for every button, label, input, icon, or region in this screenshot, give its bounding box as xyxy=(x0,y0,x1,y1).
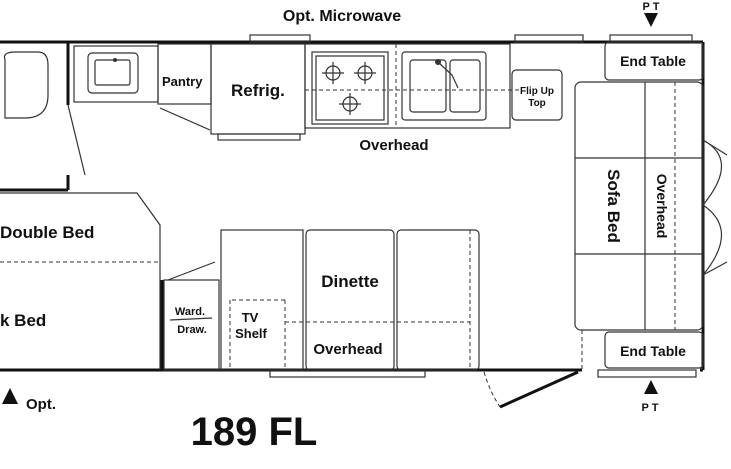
model-title: 189 FL xyxy=(191,410,318,454)
pt-bottom-label: P T xyxy=(642,402,659,414)
end-table-bottom-label: End Table xyxy=(620,343,686,359)
tv-label-2: Shelf xyxy=(235,326,267,341)
opt-arrow-icon xyxy=(2,388,18,404)
toilet-icon xyxy=(3,51,49,119)
side-bumpout-2 xyxy=(702,204,723,276)
sink-icon xyxy=(87,52,139,94)
overhead-sofa-label: Overhead xyxy=(654,174,670,239)
overhead-dinette-label: Overhead xyxy=(313,341,382,358)
end-table-top xyxy=(604,41,704,81)
opt-microwave-label: Opt. Microwave xyxy=(283,8,401,25)
kitchen-counter xyxy=(304,43,511,129)
pt-bottom-arrow-icon xyxy=(644,380,658,394)
dinette xyxy=(285,229,480,371)
pt-top-label: P T xyxy=(643,1,660,13)
refrig-label: Refrig. xyxy=(231,81,285,100)
dinette-label: Dinette xyxy=(321,272,379,291)
end-table-bottom xyxy=(604,331,704,369)
tv-label-1: TV xyxy=(242,310,259,325)
ward-label-2: Draw. xyxy=(177,324,207,336)
flip-up-label-2: Top xyxy=(528,98,546,109)
flip-up-top xyxy=(511,69,563,121)
burner-icon xyxy=(322,62,376,115)
bathroom xyxy=(0,42,159,192)
opt-bottom-label: Opt. xyxy=(26,396,56,413)
ward-label-1: Ward. xyxy=(175,306,205,318)
kitchen-sink xyxy=(401,51,487,121)
pantry-label: Pantry xyxy=(162,74,203,89)
wardrobe xyxy=(163,279,220,371)
entry-door xyxy=(499,370,579,409)
double-bed-label: Double Bed xyxy=(0,223,94,242)
pt-top-arrow-icon xyxy=(644,13,658,27)
top-window-2 xyxy=(514,34,584,43)
bottom-window-2 xyxy=(597,369,697,378)
stove xyxy=(311,51,389,125)
flip-up-label-1: Flip Up xyxy=(520,86,554,97)
bunk-bed-label: k Bed xyxy=(0,311,46,330)
bedroom xyxy=(0,192,164,370)
sofa-bed xyxy=(574,81,704,370)
tv-shelf xyxy=(220,229,304,371)
bath-door xyxy=(67,104,86,176)
top-window-1 xyxy=(249,34,311,43)
sofa-bed-label: Sofa Bed xyxy=(604,169,623,243)
end-table-top-label: End Table xyxy=(620,53,686,69)
overhead-kitchen-label: Overhead xyxy=(359,137,428,154)
